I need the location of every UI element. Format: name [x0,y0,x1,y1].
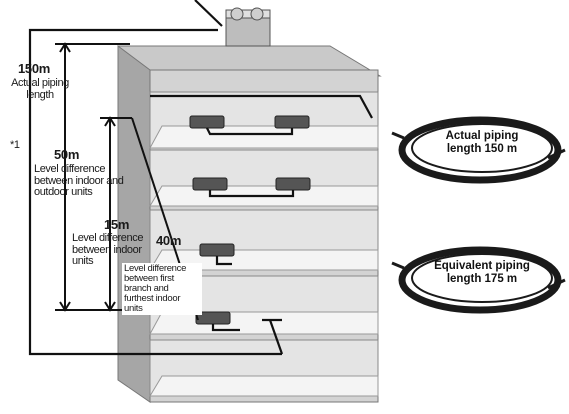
main-pipe [28,0,284,356]
indoor-unit [275,177,311,191]
floor-1 [149,91,379,149]
branch-desc: Level difference between first branch an… [122,263,202,315]
indoor-unit [192,177,228,191]
floor-5 [149,339,379,397]
floor-2 [149,149,379,207]
level-ii-desc: Level difference between indoor units [72,232,144,268]
indoor-piping [150,94,373,332]
level-io-value: 50m [54,147,80,162]
branch-value: 40m [156,233,182,248]
level-ii-value: 15m [104,217,130,232]
outdoor-unit [225,7,271,47]
total-length-value: 150m [18,61,51,76]
dimension-lines [55,42,199,321]
footnote-marker: *1 [10,139,20,151]
badge-equivalent-piping: Equivalent piping length 175 m [434,260,530,285]
badge-actual-brush [391,116,566,184]
total-length-desc: Actual piping length [11,77,69,101]
badge-actual-piping: Actual piping length 150 m [445,130,519,155]
level-io-desc: Level difference between indoor and outd… [34,163,124,199]
badge-equivalent-brush [391,246,566,314]
floor-3 [149,209,379,271]
indoor-unit [199,243,235,257]
indoor-unit [189,115,225,129]
indoor-unit [274,115,310,129]
